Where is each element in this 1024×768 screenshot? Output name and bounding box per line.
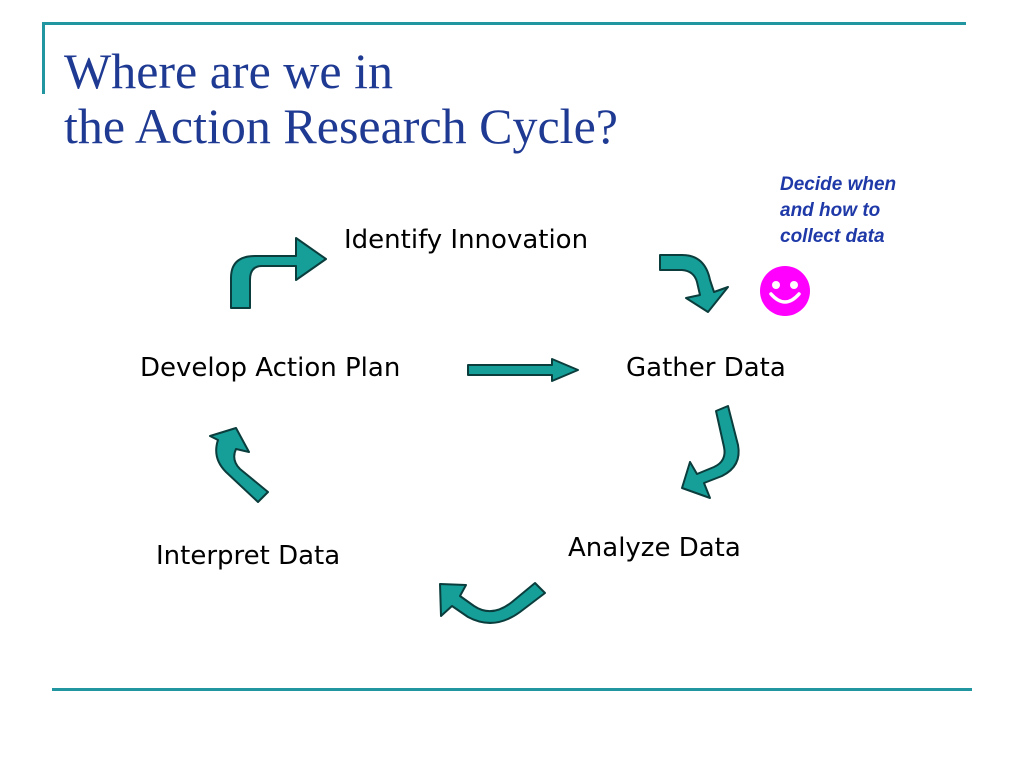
- cycle-node-interpret-data: Interpret Data: [156, 541, 341, 571]
- cycle-node-identify-innovation: Identify Innovation: [344, 225, 589, 255]
- arrow-develop-to-identify-icon: [230, 237, 327, 309]
- cycle-node-gather-data: Gather Data: [626, 353, 786, 383]
- annotation-note-line-1: Decide when: [780, 174, 897, 195]
- smiley-face-icon: [760, 266, 810, 316]
- annotation-note: Decide when and how to collect data: [780, 172, 896, 250]
- arrow-gather-to-analyze-icon: [681, 405, 740, 499]
- cycle-node-analyze-data: Analyze Data: [568, 533, 741, 563]
- top-left-vertical-rule: [42, 22, 45, 94]
- top-horizontal-rule: [42, 22, 966, 25]
- annotation-note-line-3: collect data: [780, 226, 885, 247]
- annotation-note-line-2: and how to: [780, 200, 881, 221]
- arrow-analyze-to-interpret-icon: [439, 582, 546, 624]
- slide-title-line-1: Where are we in: [64, 43, 393, 99]
- arrow-identify-to-gather-icon: [659, 254, 729, 313]
- cycle-node-develop-action-plan: Develop Action Plan: [140, 353, 401, 383]
- slide-title-line-2: the Action Research Cycle?: [64, 98, 618, 154]
- arrow-interpret-to-develop-icon: [209, 427, 269, 503]
- bottom-horizontal-rule: [52, 688, 972, 691]
- slide-title: Where are we in the Action Research Cycl…: [64, 44, 618, 154]
- arrow-develop-to-gather-icon: [467, 358, 579, 382]
